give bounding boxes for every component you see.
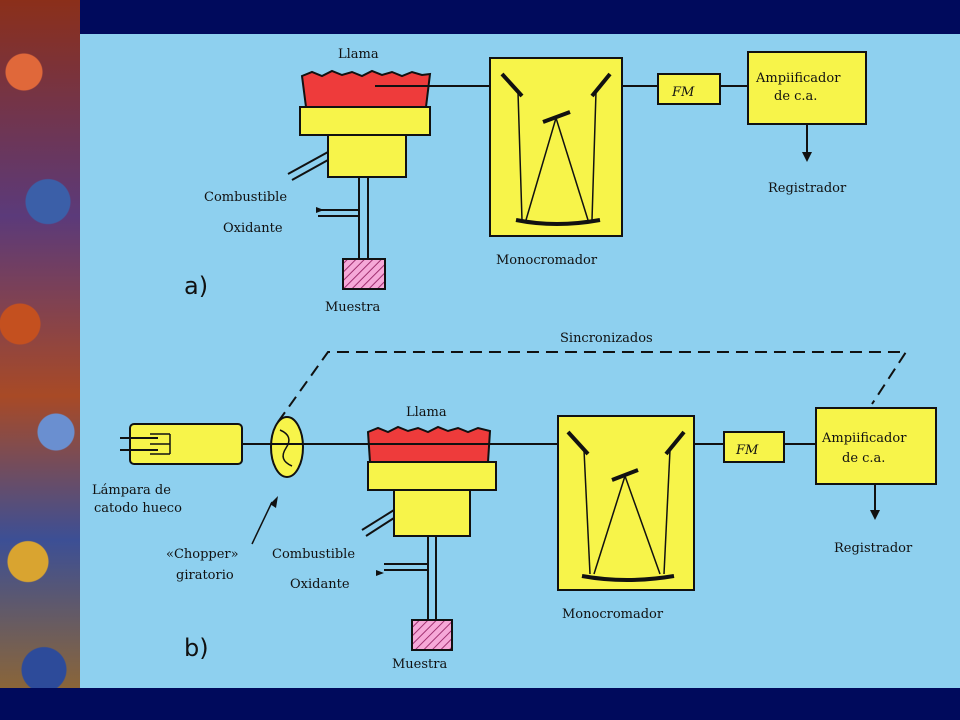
fm-box-b: [723, 431, 785, 463]
label-monocromador-a: Monocromador: [496, 253, 598, 268]
label-lampara-2: catodo hueco: [94, 501, 182, 516]
sample-beaker-b: [411, 619, 453, 651]
flame-a: [300, 69, 432, 108]
label-lampara-1: Lámpara de: [92, 483, 171, 498]
label-oxidante-a: Oxidante: [223, 221, 283, 236]
burner-body-b: [393, 489, 471, 537]
label-chopper-2: giratorio: [176, 568, 234, 583]
rotating-chopper: [251, 416, 304, 545]
monochromator-b: [557, 415, 695, 591]
amplifier-box-b: [815, 407, 937, 485]
diagram-svg: Llama Combustible Oxidante Muestra Monoc…: [92, 47, 937, 672]
burner-a: [287, 69, 432, 290]
amplifier-box-a: [747, 51, 867, 125]
label-combustible-a: Combustible: [204, 190, 287, 205]
label-llama-a: Llama: [338, 47, 379, 62]
label-llama-b: Llama: [406, 405, 447, 420]
burner-head-a: [299, 106, 431, 136]
burner-body-a: [327, 134, 407, 178]
label-amp-b-1: Ampiificador: [821, 431, 907, 446]
label-muestra-b: Muestra: [392, 657, 447, 672]
fm-box-a: [657, 73, 721, 105]
burner-b: [361, 425, 497, 651]
label-fm-a: FM: [671, 85, 695, 100]
arrow-registrador-b: [870, 510, 880, 520]
bottom-bar: [0, 688, 960, 720]
label-registrador-a: Registrador: [768, 181, 847, 196]
diagram-a: Llama Combustible Oxidante Muestra Monoc…: [184, 47, 867, 315]
sync-dashed-line: [277, 351, 908, 423]
label-sincronizados: Sincronizados: [560, 331, 653, 346]
label-amp-b-2: de c.a.: [842, 451, 885, 466]
hollow-cathode-lamp: [120, 423, 243, 465]
label-muestra-a: Muestra: [325, 300, 380, 315]
label-combustible-b: Combustible: [272, 547, 355, 562]
arrow-registrador-a: [802, 152, 812, 162]
label-fm-b: FM: [735, 443, 759, 458]
label-oxidante-b: Oxidante: [290, 577, 350, 592]
label-chopper-1: «Chopper»: [166, 547, 239, 562]
label-amp-a-2: de c.a.: [774, 89, 817, 104]
label-monocromador-b: Monocromador: [562, 607, 664, 622]
panel-label-b: b): [184, 634, 209, 662]
monochromator-a: [489, 57, 623, 237]
diagram-b: Sincronizados Lámpara de catodo hueco «C…: [92, 331, 937, 672]
decorative-side-strip: [0, 0, 80, 720]
diagram-panel: Llama Combustible Oxidante Muestra Monoc…: [80, 34, 960, 688]
panel-label-a: a): [184, 272, 208, 300]
label-amp-a-1: Ampiificador: [755, 71, 841, 86]
sample-beaker-a: [342, 258, 386, 290]
label-registrador-b: Registrador: [834, 541, 913, 556]
burner-head-b: [367, 461, 497, 491]
